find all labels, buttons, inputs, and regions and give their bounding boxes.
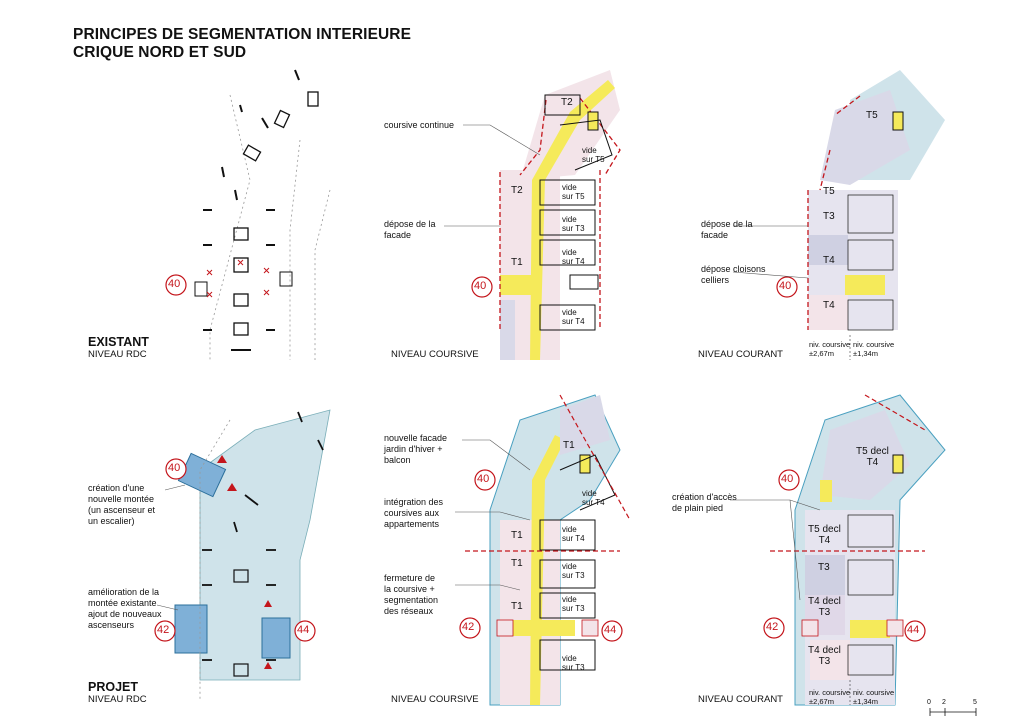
marker-44-projet-courant — [904, 620, 926, 642]
level-courant-top: niv. coursive±1,34m — [853, 340, 895, 358]
room-t1-b: T1 — [563, 440, 575, 451]
marker-text-40-c: 40 — [779, 280, 792, 292]
section-coursive-bottom: NIVEAU COURSIVE — [391, 694, 479, 705]
room-t2-a: T2 — [561, 97, 573, 108]
marker-42-projet-rdc — [154, 620, 176, 642]
marker-text-42-a: 42 — [157, 624, 170, 636]
room-t1-c: T1 — [511, 530, 523, 541]
marker-text-40-a: 40 — [168, 278, 181, 290]
marker-44-projet-coursive — [601, 620, 623, 642]
room-t1-d: T1 — [511, 558, 523, 569]
page-subtitle: CRIQUE NORD ET SUD — [73, 44, 247, 61]
marker-44-projet-rdc — [294, 620, 316, 642]
section-existant: EXISTANT — [88, 335, 149, 349]
marker-40-existant — [165, 274, 187, 296]
marker-42-projet-coursive — [459, 617, 481, 639]
marker-text-42-c: 42 — [766, 621, 779, 633]
room-t4-a: T4 — [823, 255, 835, 266]
section-projet: PROJET — [88, 680, 139, 694]
plan-existant-courant — [807, 70, 945, 360]
marker-text-40-e: 40 — [477, 473, 490, 485]
marker-40-courant — [776, 276, 798, 298]
plan-projet-coursive — [465, 394, 631, 706]
level-courant-bottom: niv. coursive±1,34m — [853, 688, 895, 706]
marker-text-44-a: 44 — [297, 624, 310, 636]
section-projet-sub: NIVEAU RDC — [88, 694, 147, 705]
section-courant-bottom: NIVEAU COURANT — [698, 694, 783, 705]
scale-bar — [929, 708, 977, 716]
marker-40-projet-coursive — [474, 469, 496, 491]
room-t5-a: T5 — [866, 110, 878, 121]
level-coursive-bottom: niv. coursive±2,67m — [809, 688, 851, 706]
room-t2-b: T2 — [511, 185, 523, 196]
plan-projet-courant — [770, 394, 946, 706]
marker-text-40-b: 40 — [474, 280, 487, 292]
marker-text-40-f: 40 — [781, 473, 794, 485]
plan-projet-rdc — [174, 409, 331, 700]
scale-label-5: 5 — [973, 699, 977, 706]
marker-40-projet-courant — [778, 469, 800, 491]
marker-text-42-b: 42 — [462, 621, 475, 633]
room-t1-e: T1 — [511, 601, 523, 612]
marker-40-coursive — [471, 276, 493, 298]
plan-existant-coursive — [499, 70, 621, 360]
marker-text-40-d: 40 — [168, 462, 181, 474]
room-t5-b: T5 — [823, 186, 835, 197]
plan-existant-rdc — [194, 69, 331, 360]
room-t4-b: T4 — [823, 300, 835, 311]
marker-text-44-b: 44 — [604, 624, 617, 636]
room-t3-a: T3 — [823, 211, 835, 222]
level-coursive-top: niv. coursive±2,67m — [809, 340, 851, 358]
marker-40-projet-rdc — [165, 458, 187, 480]
marker-42-projet-courant — [763, 617, 785, 639]
scale-label-0: 0 — [927, 699, 931, 706]
section-courant-top: NIVEAU COURANT — [698, 349, 783, 360]
section-coursive-top: NIVEAU COURSIVE — [391, 349, 479, 360]
section-existant-sub: NIVEAU RDC — [88, 349, 147, 360]
callout-coursive-continue: coursive continue — [384, 120, 455, 130]
marker-text-44-c: 44 — [907, 624, 920, 636]
room-t3-b: T3 — [818, 562, 830, 573]
page-title: PRINCIPES DE SEGMENTATION INTERIEURE — [73, 26, 412, 43]
scale-label-2: 2 — [942, 699, 946, 706]
room-t1-a: T1 — [511, 257, 523, 268]
